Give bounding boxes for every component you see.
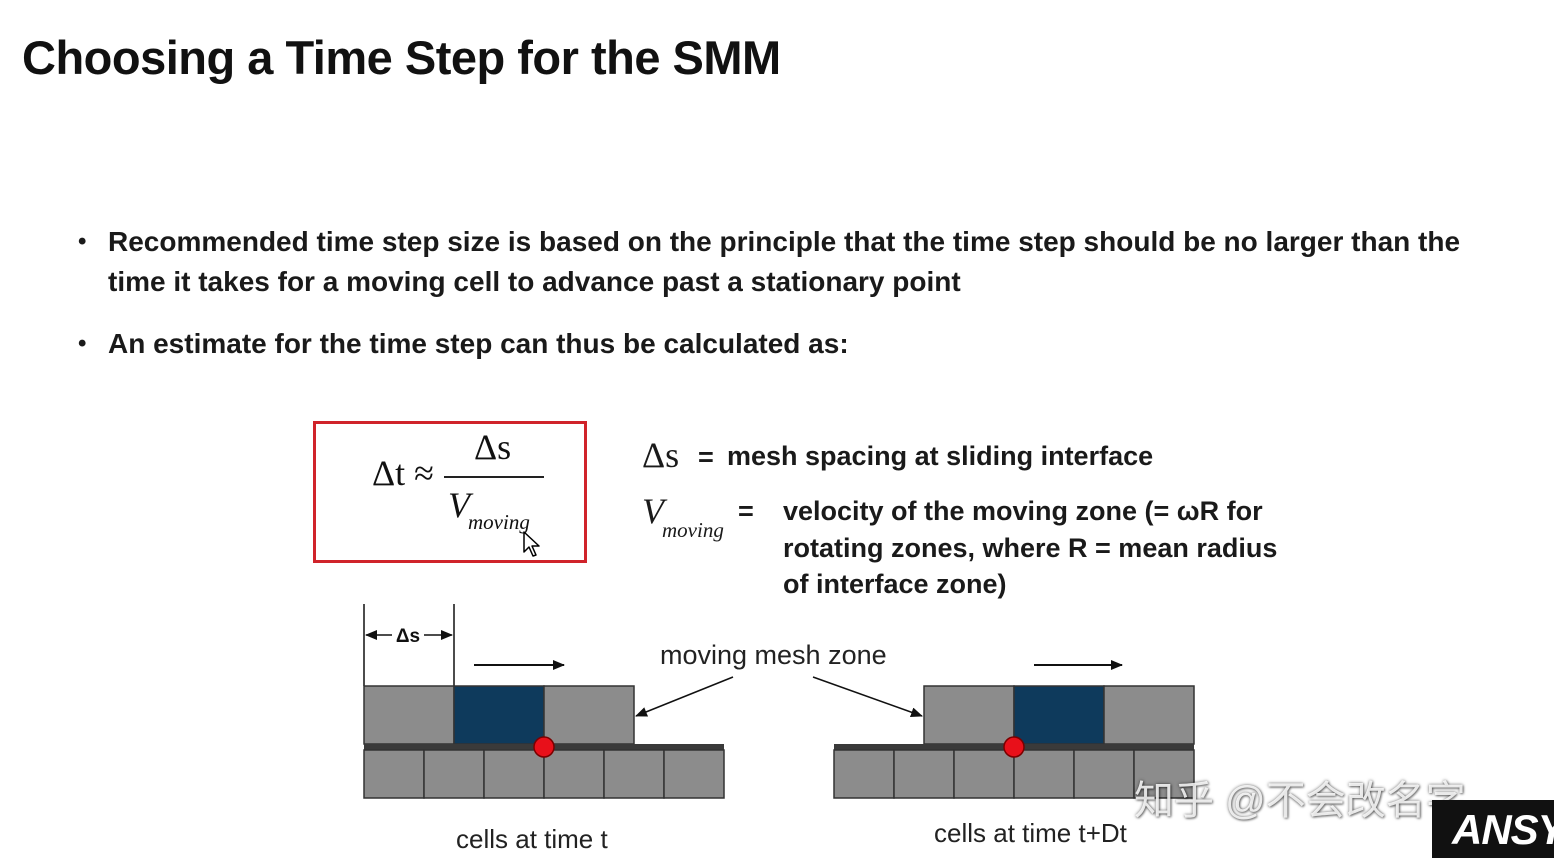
- stationary-cell: [1013, 749, 1075, 799]
- stationary-cell: [363, 749, 425, 799]
- left-caption: cells at time t: [456, 824, 608, 854]
- stationary-cell: [603, 749, 665, 799]
- definition-text: mesh spacing at sliding interface: [727, 441, 1154, 471]
- bullet-marker: •: [78, 330, 87, 357]
- label-pointer-arrow: [812, 676, 923, 718]
- moving-cell: [543, 685, 635, 745]
- stationary-cell: [483, 749, 545, 799]
- definition-text: rotating zones, where R = mean radius: [783, 533, 1278, 563]
- formula-lhs: Δt ≈: [372, 453, 434, 493]
- definition-symbol: V: [642, 491, 664, 531]
- stationary-point: [1003, 736, 1025, 758]
- definition-symbol-subscript: moving: [662, 518, 724, 542]
- formula-denominator-subscript: moving: [468, 510, 530, 534]
- stationary-cell: [893, 749, 955, 799]
- ansys-logo: ANSYS: [1432, 800, 1554, 858]
- stationary-cell: [953, 749, 1015, 799]
- stationary-cell: [1133, 749, 1195, 799]
- bullet-list: • Recommended time step size is based on…: [78, 222, 1518, 386]
- time-step-formula: Δt ≈ Δs V moving: [313, 421, 587, 563]
- formula-denominator: V: [448, 485, 470, 525]
- stationary-cell: [663, 749, 725, 799]
- stationary-cell: [543, 749, 605, 799]
- bullet-item: • An estimate for the time step can thus…: [78, 324, 1518, 364]
- fraction-bar: [444, 476, 544, 478]
- label-pointer-arrow: [635, 676, 734, 717]
- bullet-item: • Recommended time step size is based on…: [78, 222, 1518, 302]
- moving-cell: [923, 685, 1015, 745]
- stationary-cell: [833, 749, 895, 799]
- bullet-text: Recommended time step size is based on t…: [108, 226, 1461, 297]
- moving-mesh-zone-label: moving mesh zone: [660, 640, 887, 670]
- bullet-text: An estimate for the time step can thus b…: [108, 328, 849, 359]
- definition-text: velocity of the moving zone (= ωR for: [783, 496, 1263, 526]
- bullet-marker: •: [78, 228, 87, 255]
- slide-title: Choosing a Time Step for the SMM: [22, 31, 781, 84]
- formula-numerator: Δs: [474, 427, 512, 467]
- spacing-label: Δs: [396, 626, 420, 647]
- definition-equals: =: [738, 496, 754, 526]
- stationary-point: [533, 736, 555, 758]
- stationary-cell: [1073, 749, 1135, 799]
- logo-text: ANSYS: [1452, 806, 1554, 853]
- moving-cell: [1103, 685, 1195, 745]
- right-caption: cells at time t+Dt: [934, 818, 1127, 848]
- stationary-cell: [423, 749, 485, 799]
- definition-text: of interface zone): [783, 569, 1007, 599]
- mouse-pointer-icon: [523, 531, 540, 557]
- moving-cell-highlighted: [453, 685, 545, 745]
- moving-cell-highlighted: [1013, 685, 1105, 745]
- moving-cell: [363, 685, 455, 745]
- definition-equals: =: [698, 442, 714, 472]
- definition-symbol: Δs: [642, 435, 680, 475]
- watermark-text: 知乎 @不会改名字: [1134, 779, 1466, 823]
